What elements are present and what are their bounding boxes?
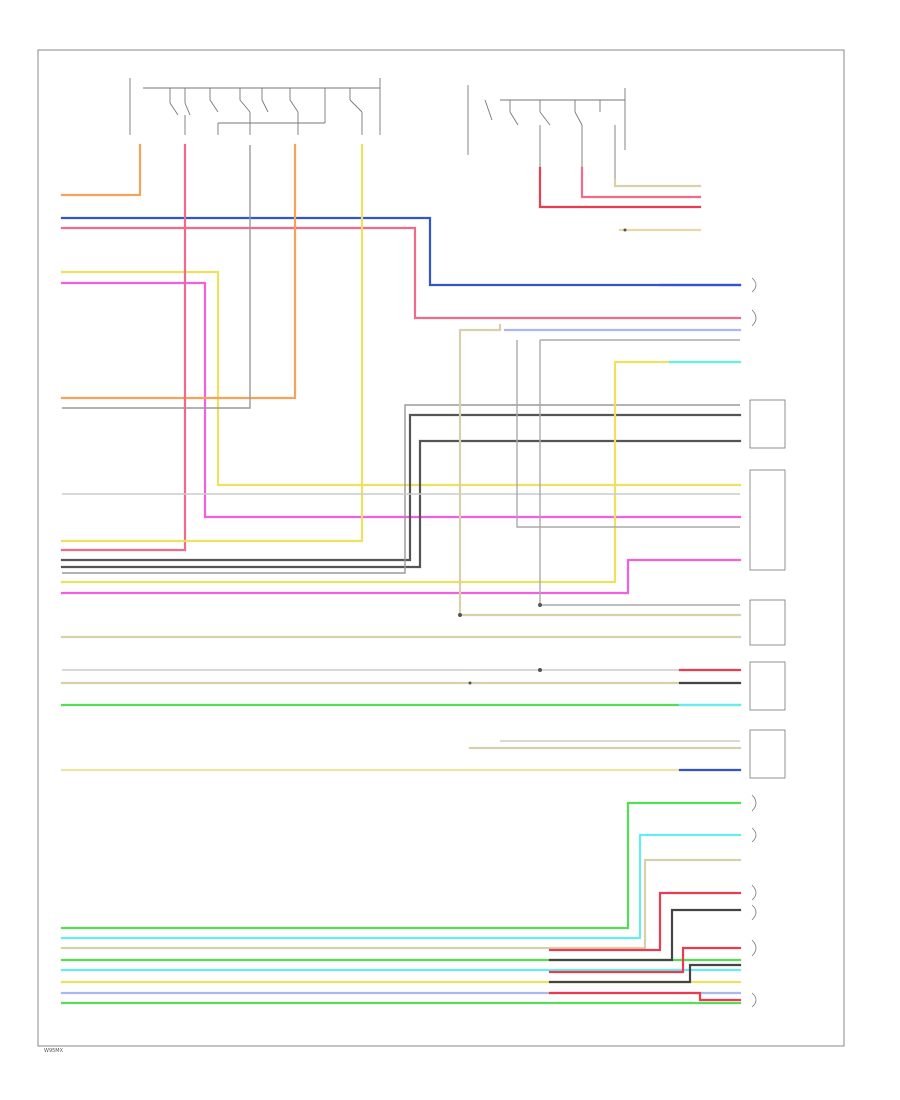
right-components: [749, 277, 786, 1008]
left-switch-assembly: [129, 78, 381, 135]
diagram-code: W95MX: [44, 1048, 64, 1054]
right-switch-assembly: [467, 85, 626, 180]
wires: [60, 143, 742, 1005]
diagram-frame: [37, 49, 845, 1047]
junction-dots: [458, 228, 627, 685]
